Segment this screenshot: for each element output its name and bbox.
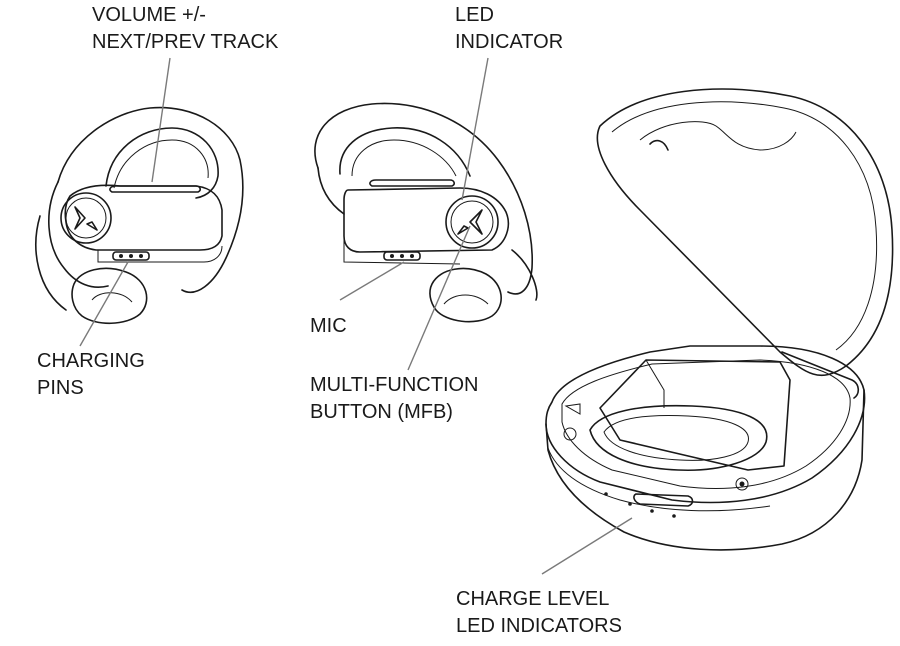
leader-charge-level	[541, 517, 633, 575]
label-led-line1: LED	[455, 4, 494, 26]
label-led-indicator: LED INDICATOR	[455, 2, 563, 56]
leader-charging-pins	[79, 261, 129, 347]
label-charge-line1: CHARGE LEVEL	[456, 588, 610, 610]
leader-led	[461, 57, 489, 201]
label-mfb-line2: BUTTON (MFB)	[310, 401, 453, 423]
label-charging-line1: CHARGING	[37, 350, 145, 372]
label-mic: MIC	[310, 313, 347, 340]
label-volume-line2: NEXT/PREV TRACK	[92, 31, 279, 53]
label-charging-line2: PINS	[37, 377, 84, 399]
label-charge-level: CHARGE LEVEL LED INDICATORS	[456, 586, 622, 640]
label-mfb: MULTI-FUNCTION BUTTON (MFB)	[310, 372, 479, 426]
charging-case	[545, 88, 894, 551]
leader-mfb	[407, 225, 471, 371]
label-volume-line1: VOLUME +/-	[92, 4, 206, 26]
label-led-line2: INDICATOR	[455, 31, 564, 53]
left-earbud	[35, 106, 244, 325]
label-charging-pins: CHARGING PINS	[37, 348, 145, 402]
label-charge-line2: LED INDICATORS	[456, 615, 622, 637]
label-mic-text: MIC	[310, 315, 347, 337]
leader-volume	[151, 57, 171, 183]
leader-lines	[79, 57, 633, 575]
right-earbud	[314, 102, 538, 323]
label-mfb-line1: MULTI-FUNCTION	[310, 374, 479, 396]
label-volume: VOLUME +/- NEXT/PREV TRACK	[92, 2, 278, 56]
leader-mic	[339, 261, 405, 301]
